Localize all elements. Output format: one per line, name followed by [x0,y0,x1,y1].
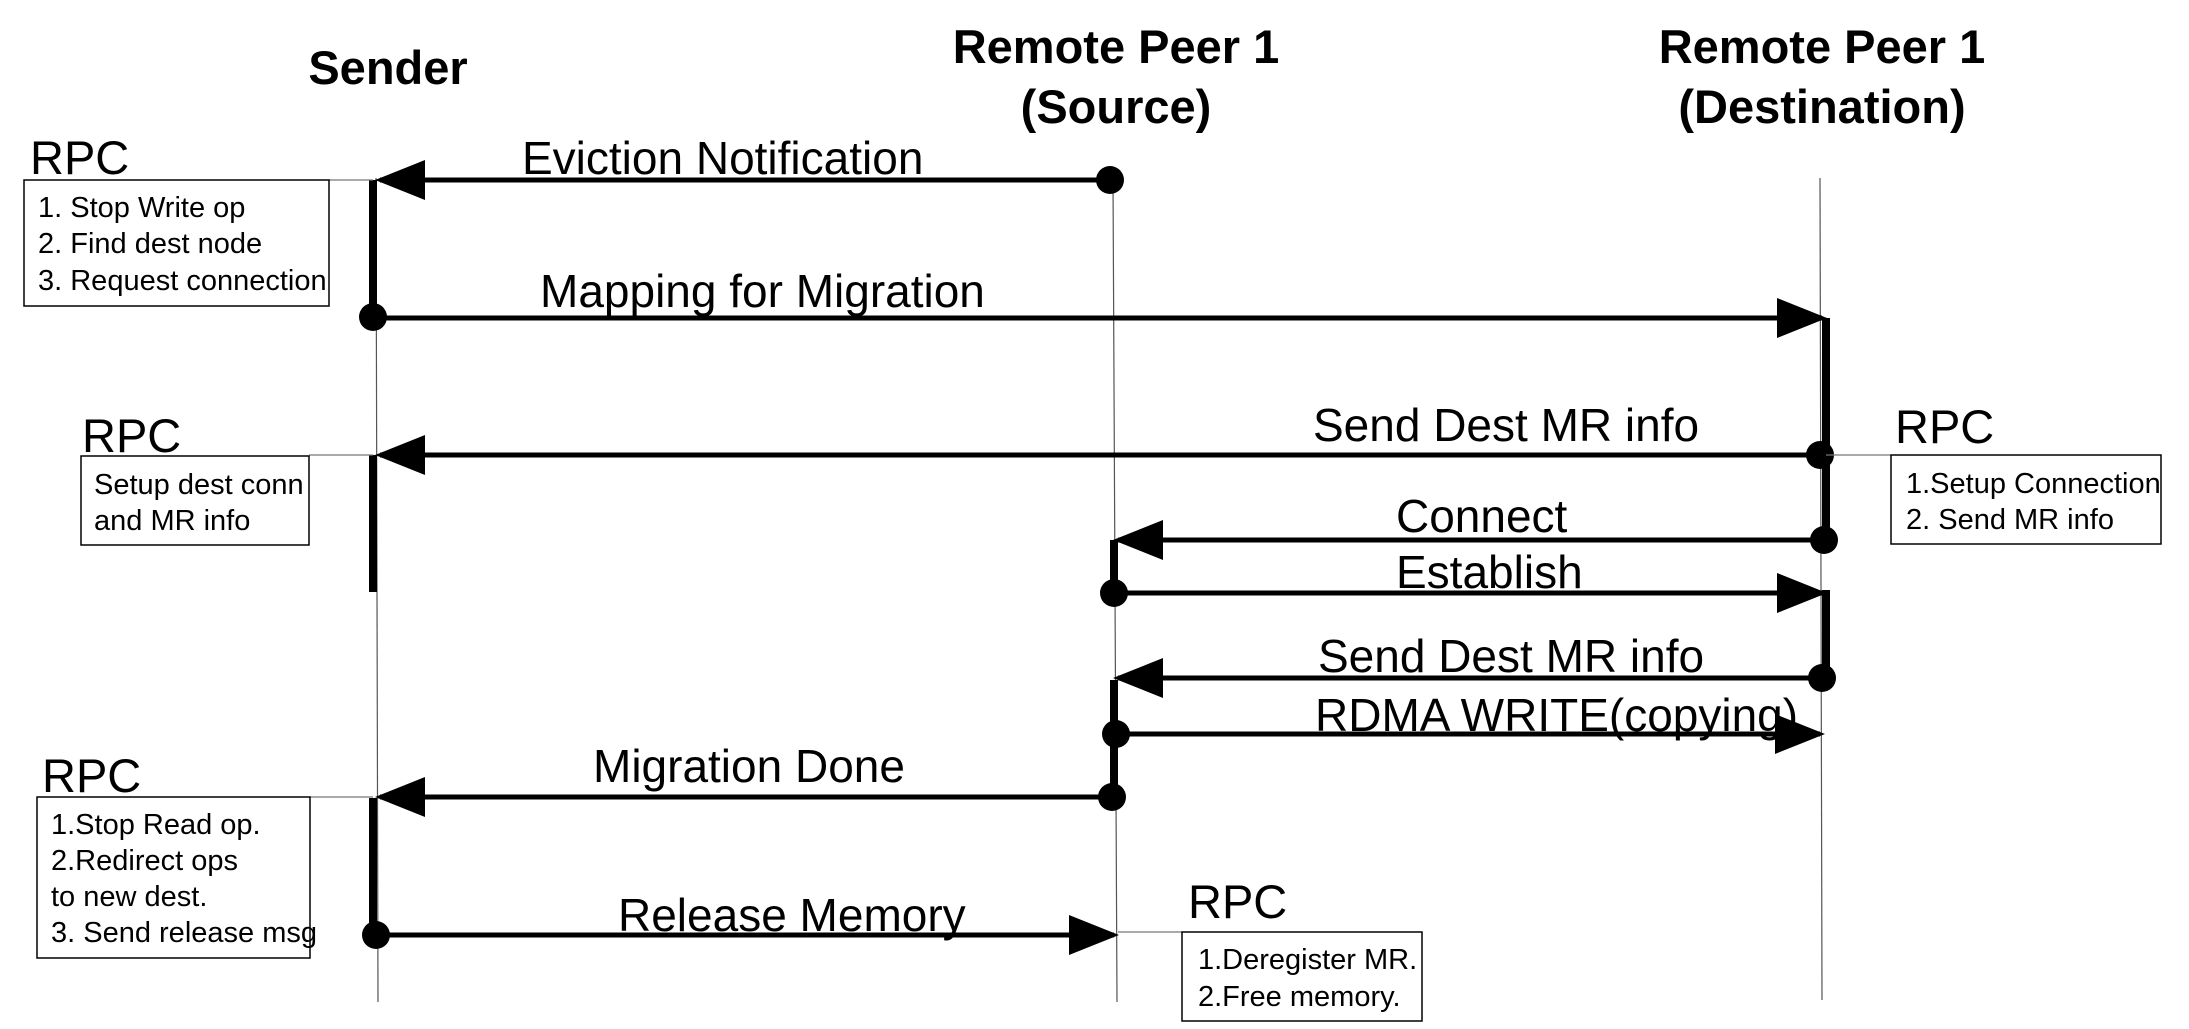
mapping-origin-dot [359,303,387,331]
rpc-1-line: 3. Request connection [38,265,327,297]
rpc-3-box [1890,454,2162,545]
participant-sender-label: Sender [308,41,467,94]
participant-dest-sublabel: (Destination) [1678,80,1965,133]
migration-done-label: Migration Done [593,740,905,792]
rpc-3-line: 2. Send MR info [1906,504,2114,536]
eviction-origin-dot [1096,166,1124,194]
rpc-4-line: 2.Redirect ops [51,845,238,877]
dest-lifeline [1819,177,1823,1001]
rpc-1-line: 2. Find dest node [38,228,262,260]
rpc-4-title: RPC [42,749,141,802]
connect-origin-dot [1810,526,1838,554]
rpc-3-title: RPC [1895,400,1994,453]
rpc-4-box [36,796,311,959]
migration-done-origin-dot [1098,783,1126,811]
rdma-write-origin-dot [1102,720,1130,748]
rpc-1-box [23,179,330,307]
establish-origin-dot [1100,579,1128,607]
rpc-5-line: 2.Free memory. [1198,981,1401,1013]
rpc-5-title: RPC [1188,875,1287,928]
participant-source-sublabel: (Source) [1021,80,1212,133]
rpc-1-title: RPC [30,131,129,184]
rpc-2-title: RPC [82,409,181,462]
eviction-label: Eviction Notification [522,132,923,184]
rpc-2-box [80,455,310,546]
rpc-4-line: 1.Stop Read op. [51,809,261,841]
connect-label: Connect [1396,490,1568,542]
rpc-2-line: and MR info [94,505,250,537]
rpc-5-line: 1.Deregister MR. [1198,944,1417,976]
rpc-1-line: 1. Stop Write op [38,192,245,224]
release-origin-dot [362,921,390,949]
participant-source-label: Remote Peer 1 [953,20,1280,73]
participant-dest-label: Remote Peer 1 [1659,20,1986,73]
rpc-5-box [1181,931,1423,1022]
rpc-3-line: 1.Setup Connection [1906,468,2161,500]
release-label: Release Memory [618,889,966,941]
rdma-write-label: RDMA WRITE(copying) [1315,689,1798,741]
rpc-2-line: Setup dest conn [94,469,304,501]
rpc-4-line: to new dest. [51,881,207,913]
dest-mr-1-origin-dot [1806,441,1834,469]
establish-label: Establish [1396,546,1583,598]
mapping-label: Mapping for Migration [540,265,985,317]
dest-mr-2-label: Send Dest MR info [1318,630,1704,682]
dest-mr-2-origin-dot [1808,664,1836,692]
rpc-4-line: 3. Send release msg [51,917,317,949]
dest-mr-1-label: Send Dest MR info [1313,399,1699,451]
